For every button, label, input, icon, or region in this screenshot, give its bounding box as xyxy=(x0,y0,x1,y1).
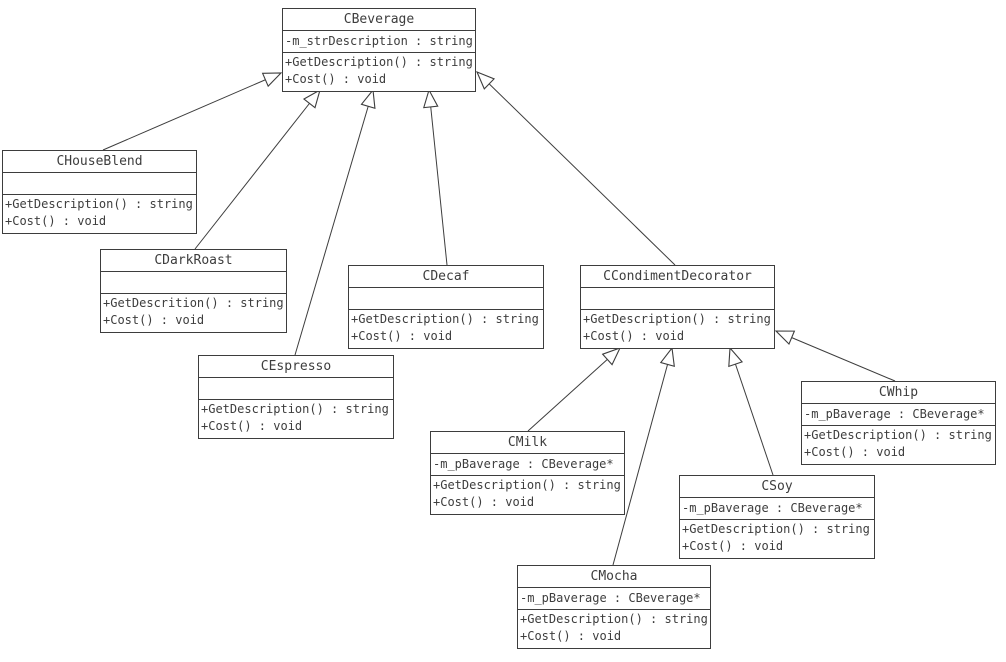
method: +Cost() : void xyxy=(5,214,107,228)
class-attributes xyxy=(3,173,196,195)
class-attributes: -m_pBaverage : CBeverage* xyxy=(431,454,624,476)
class-attributes: -m_pBaverage : CBeverage* xyxy=(518,588,710,610)
class-methods: +GetDescription() : string +Cost() : voi… xyxy=(518,610,710,648)
class-name: CSoy xyxy=(680,476,874,498)
method: +Cost() : void xyxy=(351,329,453,343)
method: +GetDescription() : string xyxy=(351,312,539,326)
class-box-cbeverage: CBeverage -m_strDescription : string +Ge… xyxy=(282,8,476,92)
attribute: -m_pBaverage : CBeverage* xyxy=(433,457,614,471)
generalization-arrow-cwhip-ccondimentdecorator xyxy=(774,330,896,382)
class-box-cwhip: CWhip -m_pBaverage : CBeverage* +GetDesc… xyxy=(801,381,996,465)
method: +Cost() : void xyxy=(804,445,906,459)
class-name: CMocha xyxy=(518,566,710,588)
class-methods: +GetDescription() : string +Cost() : voi… xyxy=(802,426,995,464)
class-name: CDarkRoast xyxy=(101,250,286,272)
class-attributes: -m_pBaverage : CBeverage* xyxy=(802,404,995,426)
class-methods: +GetDescription() : string +Cost() : voi… xyxy=(680,520,874,558)
class-attributes: -m_strDescription : string xyxy=(283,31,475,53)
class-box-cmilk: CMilk -m_pBaverage : CBeverage* +GetDesc… xyxy=(430,431,625,515)
attribute: -m_pBaverage : CBeverage* xyxy=(520,591,701,605)
method: +Cost() : void xyxy=(682,539,784,553)
class-methods: +GetDescription() : string +Cost() : voi… xyxy=(3,195,196,233)
method: +GetDescription() : string xyxy=(682,522,870,536)
method: +GetDescription() : string xyxy=(201,402,389,416)
method: +Cost() : void xyxy=(433,495,535,509)
generalization-arrow-cdecaf-cbeverage xyxy=(423,88,448,266)
class-attributes xyxy=(101,272,286,294)
method: +Cost() : void xyxy=(201,419,303,433)
class-attributes: -m_pBaverage : CBeverage* xyxy=(680,498,874,520)
class-methods: +GetDescription() : string +Cost() : voi… xyxy=(349,310,543,348)
class-box-ccondimentdecorator: CCondimentDecorator +GetDescription() : … xyxy=(580,265,775,349)
method: +GetDescription() : string xyxy=(804,428,992,442)
class-attributes xyxy=(581,288,774,310)
class-attributes xyxy=(349,288,543,310)
class-name: CMilk xyxy=(431,432,624,454)
generalization-arrow-csoy-ccondimentdecorator xyxy=(728,346,774,476)
class-box-cmocha: CMocha -m_pBaverage : CBeverage* +GetDes… xyxy=(517,565,711,649)
class-name: CBeverage xyxy=(283,9,475,31)
class-attributes xyxy=(199,378,393,400)
generalization-arrow-chouseblend-cbeverage xyxy=(102,72,283,151)
class-name: CWhip xyxy=(802,382,995,404)
method: +GetDescription() : string xyxy=(583,312,771,326)
class-name: CDecaf xyxy=(349,266,543,288)
class-methods: +GetDescription() : string +Cost() : voi… xyxy=(581,310,774,348)
class-box-cdarkroast: CDarkRoast +GetDescrition() : string +Co… xyxy=(100,249,287,333)
class-methods: +GetDescription() : string +Cost() : voi… xyxy=(199,400,393,438)
method: +GetDescrition() : string xyxy=(103,296,284,310)
class-name: CHouseBlend xyxy=(3,151,196,173)
method: +GetDescription() : string xyxy=(5,197,193,211)
generalization-arrow-ccondimentdecorator-cbeverage xyxy=(475,70,676,266)
class-methods: +GetDescrition() : string +Cost() : void xyxy=(101,294,286,332)
generalization-arrow-cespresso-cbeverage xyxy=(294,88,376,356)
class-methods: +GetDescription() : string +Cost() : voi… xyxy=(431,476,624,514)
class-box-chouseblend: CHouseBlend +GetDescription() : string +… xyxy=(2,150,197,234)
method: +GetDescription() : string xyxy=(520,612,708,626)
generalization-arrow-cmilk-ccondimentdecorator xyxy=(527,347,622,432)
method: +Cost() : void xyxy=(520,629,622,643)
attribute: -m_pBaverage : CBeverage* xyxy=(804,407,985,421)
class-box-cespresso: CEspresso +GetDescription() : string +Co… xyxy=(198,355,394,439)
class-methods: +GetDescription() : string +Cost() : voi… xyxy=(283,53,475,91)
class-box-csoy: CSoy -m_pBaverage : CBeverage* +GetDescr… xyxy=(679,475,875,559)
method: +Cost() : void xyxy=(103,313,205,327)
method: +GetDescription() : string xyxy=(433,478,621,492)
class-box-cdecaf: CDecaf +GetDescription() : string +Cost(… xyxy=(348,265,544,349)
class-name: CCondimentDecorator xyxy=(581,266,774,288)
generalization-arrow-cmocha-ccondimentdecorator xyxy=(612,346,675,566)
method: +GetDescription() : string xyxy=(285,55,473,69)
generalization-arrow-cdarkroast-cbeverage xyxy=(194,88,321,250)
attribute: -m_pBaverage : CBeverage* xyxy=(682,501,863,515)
class-name: CEspresso xyxy=(199,356,393,378)
attribute: -m_strDescription : string xyxy=(285,34,473,48)
method: +Cost() : void xyxy=(285,72,387,86)
method: +Cost() : void xyxy=(583,329,685,343)
